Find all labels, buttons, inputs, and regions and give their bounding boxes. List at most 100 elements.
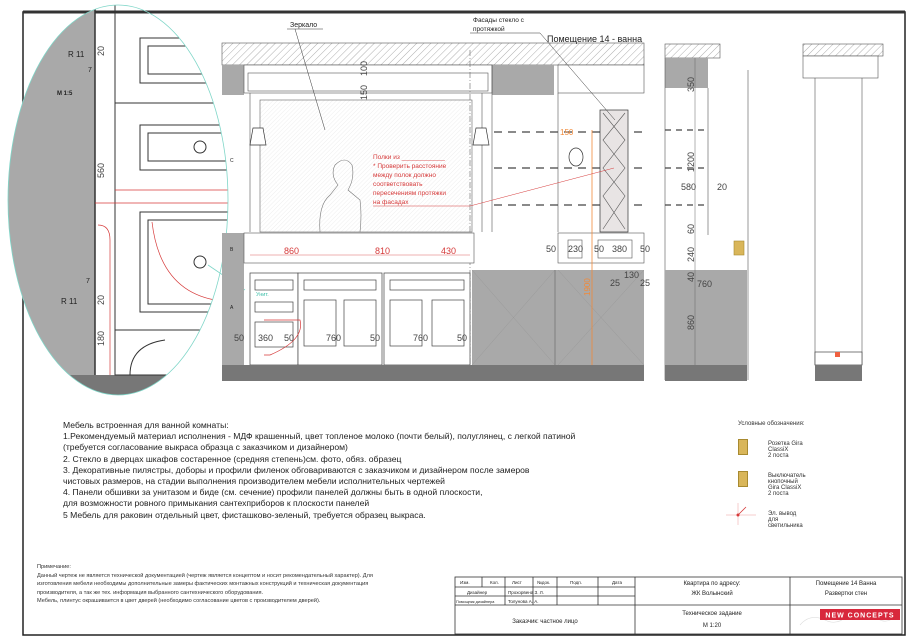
tb-address: ЖК Волынский [691,590,732,597]
legend-sub: 2 поста [768,453,789,459]
tb-header-izm: Изм. [460,580,470,585]
legend-item-light: Эл. вывод для светильника [726,503,805,529]
section-mark-a: A [230,305,234,311]
dim-810: 810 [375,246,390,256]
dim-20-top: 20 [96,46,106,56]
legend-label: Выключатель кнопочный Gira ClassiX [768,473,806,491]
socket-icon [738,439,748,455]
remark-line: производителя, а так же тех. информация … [37,589,264,596]
room-title: Помещение 14 - ванна [547,34,642,44]
legend-sub: 2 поста [768,491,789,497]
section-mark-b: B [230,247,234,253]
dim-25a: 25 [610,278,620,288]
dim-560: 560 [96,163,106,178]
dim-20-bottom: 20 [96,295,106,305]
furniture-notes: Мебель встроенная для ванной комнаты: 1.… [63,420,575,521]
shelves-note-5: пересечениям протяжки [373,190,446,197]
dim-50a: 50 [546,244,556,254]
dim-130: 130 [624,270,639,280]
brand-logo: NEW CONCEPTS [799,609,900,626]
dim-860: 860 [284,246,299,256]
main-elevation: Зеркало Фасады стекло с протяжкой Помеще… [221,17,745,381]
shelves-note-6: на фасадах [373,199,409,206]
remark: Примечание: Данный чертеж не является те… [37,563,373,606]
tb-designer-name: Прохорвена З. Л. [508,590,544,595]
pilaster-elevation [802,43,884,381]
notes-line: 2. Стекло в дверцах шкафов состаренное (… [63,453,402,464]
tb-assistant-role: Помощник дизайнера [456,600,495,604]
notes-line: 3. Декоративные пилястры, доборы и профи… [63,464,530,475]
title-block [454,576,903,635]
dim-760b: 760 [413,333,428,343]
tb-header-kol: Кол. [490,580,499,585]
legend-label: Розетка Gira ClassiX [768,441,803,453]
dim-50b: 50 [594,244,604,254]
tb-room: Помещение 14 Ванна [816,581,877,587]
tb-customer: Заказчик: частное лицо [512,619,578,625]
tb-address-label: Квартира по адресу: [683,581,740,587]
dim-860: 860 [686,315,696,330]
dim-380: 380 [612,244,627,254]
dim-20: 20 [717,182,727,192]
tb-designer-role: Дизайнер [467,589,488,595]
shelves-note-3: между полок должно [373,172,436,179]
notes-line: 5 Мебель для раковин отдельный цвет, фис… [63,509,426,520]
dim-180: 180 [96,331,106,346]
socket-icon [733,240,745,256]
shelves-note-4: соответствовать [373,181,423,188]
light-outlet-icon [835,352,840,357]
dim-7-top: 7 [88,67,92,74]
tb-assistant-name: Толунова А. А. [508,599,539,604]
notes-line: 4. Панели обшивки за унитазом и биде (см… [63,487,483,498]
dim-60: 60 [686,224,696,234]
legend-title: Условные обозначения: [738,421,805,427]
shelves-note-2: * Проверить расстояние [373,163,447,170]
legend: Условные обозначения: Розетка Gira Class… [726,421,806,529]
shelves-note-1: Полки из ____________ [373,154,445,161]
brand-text: NEW CONCEPTS [825,613,894,620]
dim-7-bottom: 7 [86,278,90,285]
dim-radius-bottom: R 11 [61,297,78,306]
tb-scale: М 1:20 [703,623,722,629]
dim-150: 150 [359,85,369,100]
tb-header-list: Лист [512,580,522,585]
dim-1900: 1900 [583,278,592,296]
section-mark-c: C [230,158,234,164]
dim-40: 40 [686,272,696,282]
dim-430: 430 [441,246,456,256]
legend-label: Эл. вывод для светильника [768,511,803,529]
tb-sheet: Развертки стен [825,591,867,597]
detail-scale: M 1:5 [57,91,73,97]
dim-240: 240 [686,247,696,262]
label-facades-1: Фасады стекло с [473,17,525,24]
dim-350: 350 [686,77,696,92]
dim-50g: 50 [457,333,467,343]
notes-line: 1.Рекомендуемый материал исполнения - МД… [63,431,576,442]
light-outlet-icon [726,503,756,525]
dim-50e: 50 [284,333,294,343]
dim-50f: 50 [370,333,380,343]
dim-50c: 50 [640,244,650,254]
tb-doc-type: Техническое задание [682,611,742,617]
notes-line: чистовых размеров, на стадии выполнения … [63,476,445,487]
dim-760: 760 [697,279,712,289]
label-mirror: Зеркало [290,22,317,29]
label-toilet: Унит. [256,292,269,298]
remark-title: Примечание: [37,564,71,570]
tb-header-ndok: №док. [537,580,550,585]
dim-1200: 1200 [686,152,696,172]
notes-title: Мебель встроенная для ванной комнаты: [63,420,229,430]
notes-line: (требуется согласование выкраса образца … [63,442,348,453]
dim-50d: 50 [234,333,244,343]
dim-230: 230 [568,244,583,254]
dim-760a: 760 [326,333,341,343]
dim-150-sconce: 150 [560,128,574,137]
label-facades-2: протяжкой [473,25,505,33]
dim-360: 360 [258,333,273,343]
remark-line: изготовления мебели необходимы дополните… [37,581,369,587]
dim-25b: 25 [640,278,650,288]
dim-100: 100 [359,61,369,76]
